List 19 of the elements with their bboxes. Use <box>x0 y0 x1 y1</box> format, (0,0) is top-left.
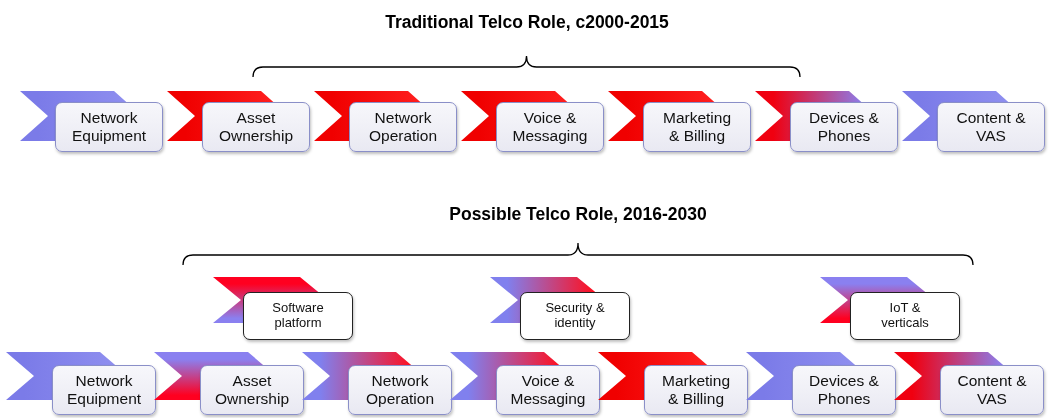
step-label: Security & identity <box>520 292 630 340</box>
step-label: Devices & Phones <box>792 365 896 415</box>
step-label: Network Equipment <box>55 102 163 152</box>
step-label: Voice & Messaging <box>496 102 604 152</box>
step-label: Network Operation <box>349 102 457 152</box>
step-label: Asset Ownership <box>200 365 304 415</box>
step-label: Marketing & Billing <box>644 365 748 415</box>
step-label: Content & VAS <box>937 102 1045 152</box>
section-heading: Traditional Telco Role, c2000-2015 <box>385 12 669 33</box>
step-label: IoT & verticals <box>850 292 960 340</box>
step-label: Content & VAS <box>940 365 1044 415</box>
step-label: Network Equipment <box>52 365 156 415</box>
step-label: Devices & Phones <box>790 102 898 152</box>
step-label: Network Operation <box>348 365 452 415</box>
step-label: Voice & Messaging <box>496 365 600 415</box>
step-label: Software platform <box>243 292 353 340</box>
step-label: Asset Ownership <box>202 102 310 152</box>
section-heading: Possible Telco Role, 2016-2030 <box>449 204 707 225</box>
step-label: Marketing & Billing <box>643 102 751 152</box>
